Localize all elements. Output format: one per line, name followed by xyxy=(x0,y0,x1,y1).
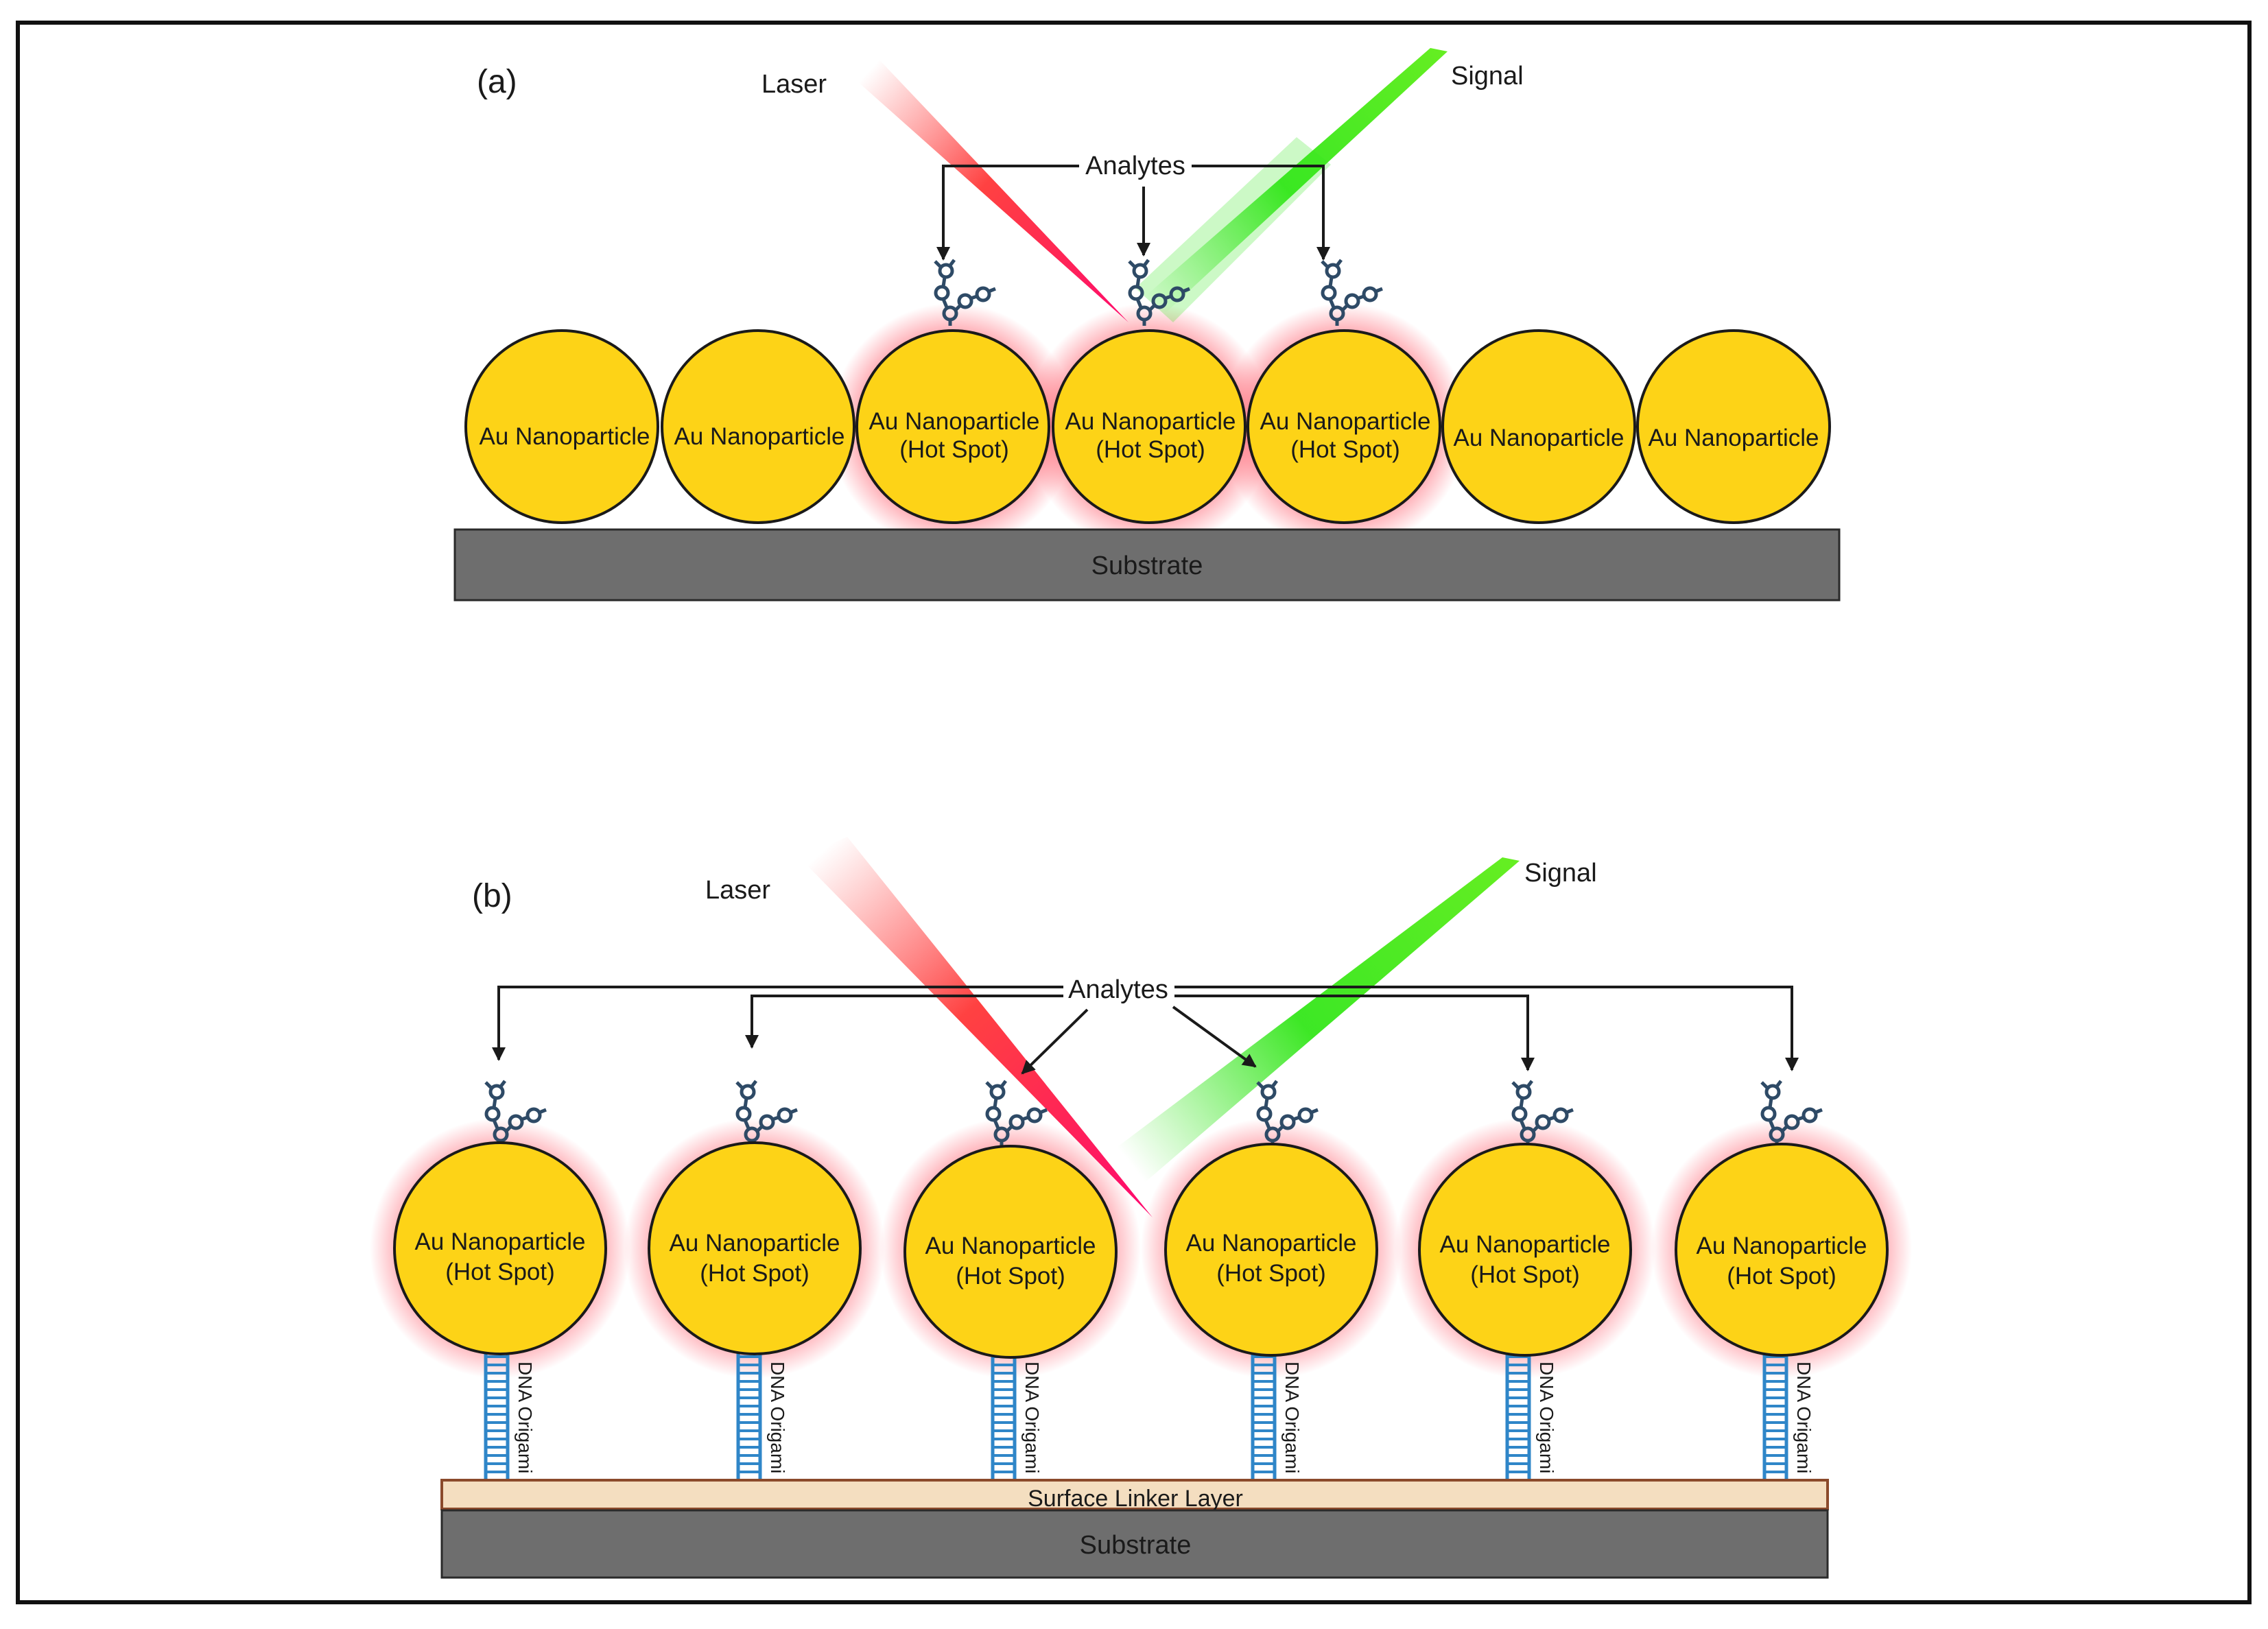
analytes-arrow xyxy=(1174,995,1535,1071)
analytes-arrow xyxy=(1192,165,1330,261)
np-a-6-label: Au Nanoparticle xyxy=(1648,425,1819,451)
au-nanoparticle xyxy=(903,1145,1118,1359)
np-a-3-label: Au Nanoparticle xyxy=(1065,408,1236,435)
np-a-3: Au Nanoparticle (Hot Spot) xyxy=(1052,329,1247,524)
panel-b: (b) Laser Signal Analytes xyxy=(370,837,1912,1579)
laser-label: Laser xyxy=(761,70,827,99)
np-b-4-label: Au Nanoparticle xyxy=(1439,1231,1610,1258)
analytes-arrow xyxy=(1174,986,1799,1071)
au-nanoparticle xyxy=(1418,1143,1632,1357)
au-nanoparticle xyxy=(1247,329,1441,524)
np-b-5: Au Nanoparticle (Hot Spot) xyxy=(1675,1143,1889,1357)
signal-label: Signal xyxy=(1451,62,1524,91)
substrate-a-label: Substrate xyxy=(1091,551,1203,580)
np-a-4: Au Nanoparticle (Hot Spot) xyxy=(1247,329,1441,524)
surface-linker-layer xyxy=(440,1479,1829,1510)
analytes-arrow xyxy=(745,995,1063,1049)
np-a-4-sublabel: (Hot Spot) xyxy=(1290,436,1400,463)
np-b-2-label: Au Nanoparticle xyxy=(925,1233,1096,1259)
np-b-1-label: Au Nanoparticle xyxy=(669,1230,840,1257)
substrate-a xyxy=(453,528,1841,602)
np-a-2: Au Nanoparticle (Hot Spot) xyxy=(855,329,1050,524)
analytes-label-b: Analytes xyxy=(1068,975,1168,1004)
dna-origami-label: DNA Origami xyxy=(1793,1362,1815,1473)
analytes-label: Analytes xyxy=(1085,152,1185,180)
laser-beam xyxy=(851,55,1129,322)
dna-origami-label: DNA Origami xyxy=(1536,1362,1557,1473)
np-b-0: Au Nanoparticle (Hot Spot) xyxy=(393,1141,607,1355)
np-a-6: Au Nanoparticle xyxy=(1636,329,1831,524)
signal-beam xyxy=(1135,137,1331,322)
dna-origami-label: DNA Origami xyxy=(1281,1362,1303,1473)
au-nanoparticle xyxy=(464,329,659,524)
np-a-1-label: Au Nanoparticle xyxy=(674,423,844,450)
signal-label-b: Signal xyxy=(1524,859,1597,888)
np-a-2-sublabel: (Hot Spot) xyxy=(899,436,1009,463)
signal-beam xyxy=(1101,857,1520,1193)
np-b-3-sublabel: (Hot Spot) xyxy=(1216,1260,1326,1287)
signal-beam xyxy=(1139,48,1448,312)
np-b-1-sublabel: (Hot Spot) xyxy=(700,1260,810,1287)
np-b-5-label: Au Nanoparticle xyxy=(1696,1233,1867,1259)
substrate-b xyxy=(440,1509,1829,1579)
laser-label-b: Laser xyxy=(705,876,770,905)
dna-origami-label: DNA Origami xyxy=(1021,1362,1043,1473)
au-nanoparticle xyxy=(1164,1143,1378,1357)
panel-a: (a) Laser Signal Analytes Substrate Au N… xyxy=(453,48,1841,602)
analytes-arrow xyxy=(936,165,1079,261)
laser-beam xyxy=(799,837,1153,1217)
dna-origami-label: DNA Origami xyxy=(515,1362,536,1473)
np-b-3-label: Au Nanoparticle xyxy=(1185,1230,1356,1257)
au-nanoparticle xyxy=(648,1141,862,1355)
np-b-3: Au Nanoparticle (Hot Spot) xyxy=(1164,1143,1378,1357)
np-b-5-sublabel: (Hot Spot) xyxy=(1727,1263,1836,1289)
np-b-0-label: Au Nanoparticle xyxy=(414,1228,585,1255)
np-a-0: Au Nanoparticle xyxy=(464,329,659,524)
au-nanoparticle xyxy=(393,1141,607,1355)
np-a-0-label: Au Nanoparticle xyxy=(479,423,650,450)
dna-origami-label: DNA Origami xyxy=(767,1362,788,1473)
panel-a-label: (a) xyxy=(477,64,517,100)
np-b-4-sublabel: (Hot Spot) xyxy=(1470,1261,1580,1288)
np-b-1: Au Nanoparticle (Hot Spot) xyxy=(648,1141,862,1355)
np-a-5: Au Nanoparticle xyxy=(1441,329,1636,524)
np-b-0-sublabel: (Hot Spot) xyxy=(445,1259,555,1285)
analytes-arrow xyxy=(1172,1006,1257,1068)
au-nanoparticle xyxy=(1052,329,1247,524)
surface-linker-label: Surface Linker Layer xyxy=(1028,1486,1243,1512)
figure-frame xyxy=(16,21,2252,1604)
au-nanoparticle xyxy=(1441,329,1636,524)
au-nanoparticle xyxy=(1636,329,1831,524)
np-a-4-label: Au Nanoparticle xyxy=(1260,408,1430,435)
np-b-2: Au Nanoparticle (Hot Spot) xyxy=(903,1145,1118,1359)
analytes-arrow xyxy=(492,986,1063,1061)
np-a-2-label: Au Nanoparticle xyxy=(869,408,1039,435)
np-b-4: Au Nanoparticle (Hot Spot) xyxy=(1418,1143,1632,1357)
panel-b-label: (b) xyxy=(472,878,512,914)
np-a-5-label: Au Nanoparticle xyxy=(1453,425,1624,451)
np-a-3-sublabel: (Hot Spot) xyxy=(1096,436,1205,463)
au-nanoparticle xyxy=(855,329,1050,524)
substrate-b-label: Substrate xyxy=(1080,1531,1192,1560)
au-nanoparticle xyxy=(1675,1143,1889,1357)
np-b-2-sublabel: (Hot Spot) xyxy=(956,1263,1065,1289)
au-nanoparticle xyxy=(661,329,855,524)
analytes-arrow xyxy=(1021,1008,1089,1075)
np-a-1: Au Nanoparticle xyxy=(661,329,855,524)
